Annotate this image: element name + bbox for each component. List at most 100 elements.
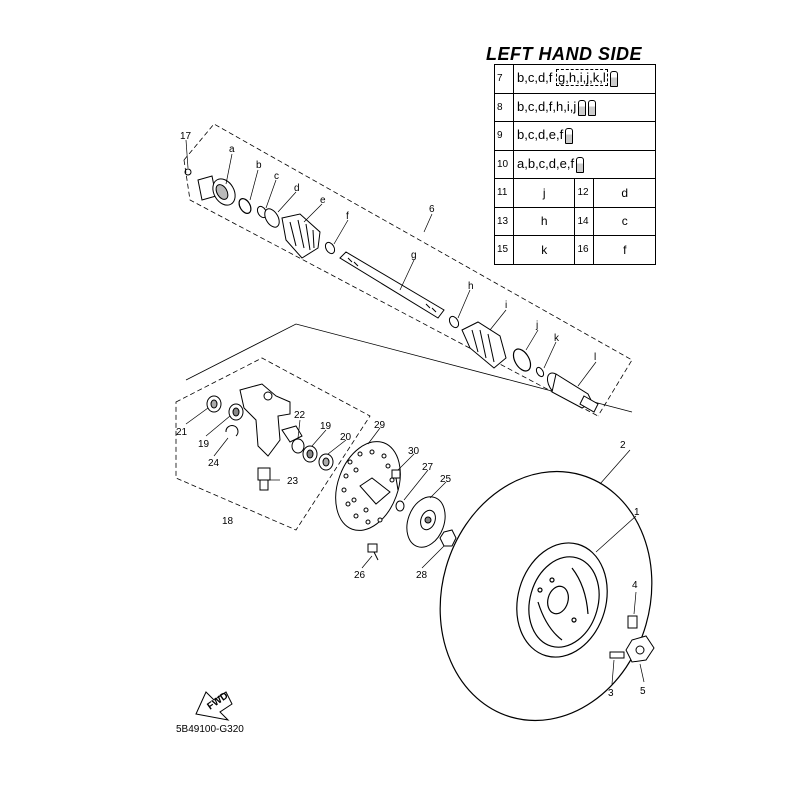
callout-25: 25: [440, 474, 452, 485]
row-contents: b,c,d,e,f: [513, 121, 656, 151]
row-num: 14: [574, 206, 595, 236]
steering-knuckle: [239, 383, 303, 457]
nut-4: [627, 615, 638, 629]
row-value: k: [512, 235, 576, 265]
grease-tube-icon: [565, 128, 574, 145]
grease-tube-icon: [576, 156, 585, 173]
row-num: 9: [494, 121, 514, 151]
table-row: 8 b,c,d,f,h,i,j: [494, 92, 656, 122]
table-row: 9 b,c,d,e,f: [494, 121, 656, 151]
parts-kit-table: 7 b,c,d,f g,h,i,j,k,l 8 b,c,d,f,h,i,j 9 …: [494, 64, 656, 265]
callout-j: j: [535, 320, 538, 331]
table-row: 15 k 16 f: [494, 235, 656, 265]
ball-joint-23: [257, 467, 271, 491]
grease-tube-icon: [588, 99, 597, 116]
callout-i: i: [505, 300, 507, 311]
row-contents: b,c,d,f g,h,i,j,k,l: [513, 64, 656, 94]
callout-e: e: [320, 195, 326, 206]
callout-19a: 19: [198, 439, 210, 450]
band-j: [512, 348, 532, 372]
knuckle-group-outline: [175, 357, 371, 531]
row-num: 13: [494, 206, 514, 236]
row-num: 15: [494, 235, 514, 265]
callout-19b: 19: [320, 421, 332, 432]
cv-joint-outer: [197, 175, 236, 206]
callout-g: g: [411, 250, 417, 261]
callout-1: 1: [634, 507, 640, 518]
band-f: [324, 241, 336, 255]
row-value: d: [593, 178, 656, 208]
band-d: [264, 208, 280, 228]
boot-e: [281, 213, 321, 259]
callout-17: 17: [180, 131, 192, 142]
callout-k: k: [554, 333, 560, 344]
wheel-assembly: [439, 470, 653, 722]
nut-28: [439, 529, 457, 547]
bolt-30: [391, 469, 401, 491]
oil-seal-20: [318, 453, 334, 471]
callout-l: l: [594, 352, 596, 363]
callout-4: 4: [632, 580, 638, 591]
circlip-k: [535, 366, 545, 378]
bearing-19b: [302, 445, 318, 463]
collar-22: [291, 438, 305, 454]
clip-17: [184, 168, 192, 176]
grease-tube-icon: [578, 99, 587, 116]
circlip-b: [238, 198, 252, 214]
callout-c: c: [274, 171, 279, 182]
row-num: 11: [494, 178, 514, 208]
callout-21: 21: [176, 427, 188, 438]
row-num: 16: [574, 235, 595, 265]
axle-nut-5: [625, 635, 655, 663]
shaft-g: [339, 251, 445, 319]
boxed-group: g,h,i,j,k,l: [556, 69, 608, 87]
table-row: 11 j 12 d: [494, 178, 656, 208]
callout-5: 5: [640, 686, 646, 697]
table-row: 7 b,c,d,f g,h,i,j,k,l: [494, 64, 656, 94]
callout-30: 30: [408, 446, 420, 457]
row-num: 12: [574, 178, 595, 208]
oil-seal-21: [206, 395, 222, 413]
callout-f: f: [346, 211, 349, 222]
callout-3: 3: [608, 688, 614, 699]
diagram-code: 5B49100-G320: [176, 724, 244, 735]
callout-20: 20: [340, 432, 352, 443]
row-contents: a,b,c,d,e,f: [513, 149, 656, 179]
table-row: 13 h 14 c: [494, 206, 656, 236]
bearing-19a: [228, 403, 244, 421]
callout-2: 2: [620, 440, 626, 451]
callout-23: 23: [287, 476, 299, 487]
bolt-26: [367, 543, 379, 561]
circlip-24: [225, 425, 239, 437]
stud-3: [609, 651, 625, 659]
table-title: LEFT HAND SIDE: [486, 44, 643, 64]
callout-24: 24: [208, 458, 220, 469]
grease-tube-icon: [609, 71, 618, 88]
callout-22: 22: [294, 410, 306, 421]
table-row: 10 a,b,c,d,e,f: [494, 149, 656, 179]
callout-labels: 17 a b c d e f 6 g h i j k l 21 19 24 23…: [176, 131, 646, 699]
row-value: j: [512, 178, 576, 208]
cv-joint-inner-l: [546, 372, 599, 413]
callout-28: 28: [416, 570, 428, 581]
brake-disc: [335, 441, 401, 531]
callout-b: b: [256, 160, 262, 171]
fwd-arrow-icon: [195, 691, 233, 721]
callout-26: 26: [354, 570, 366, 581]
row-value: c: [593, 206, 656, 236]
row-num: 8: [494, 92, 514, 122]
row-contents: b,c,d,f,h,i,j: [513, 92, 656, 122]
wheel-hub-25: [406, 496, 446, 548]
band-h: [448, 315, 460, 329]
boot-i: [461, 321, 507, 369]
drive-shaft-group-outline: [183, 123, 633, 417]
callout-29: 29: [374, 420, 386, 431]
callout-d: d: [294, 183, 300, 194]
wheel-area-outline: [185, 323, 633, 413]
row-num: 7: [494, 64, 514, 94]
callout-27: 27: [422, 462, 434, 473]
row-value: h: [512, 206, 576, 236]
row-num: 10: [494, 149, 514, 179]
o-ring-27: [395, 500, 405, 512]
